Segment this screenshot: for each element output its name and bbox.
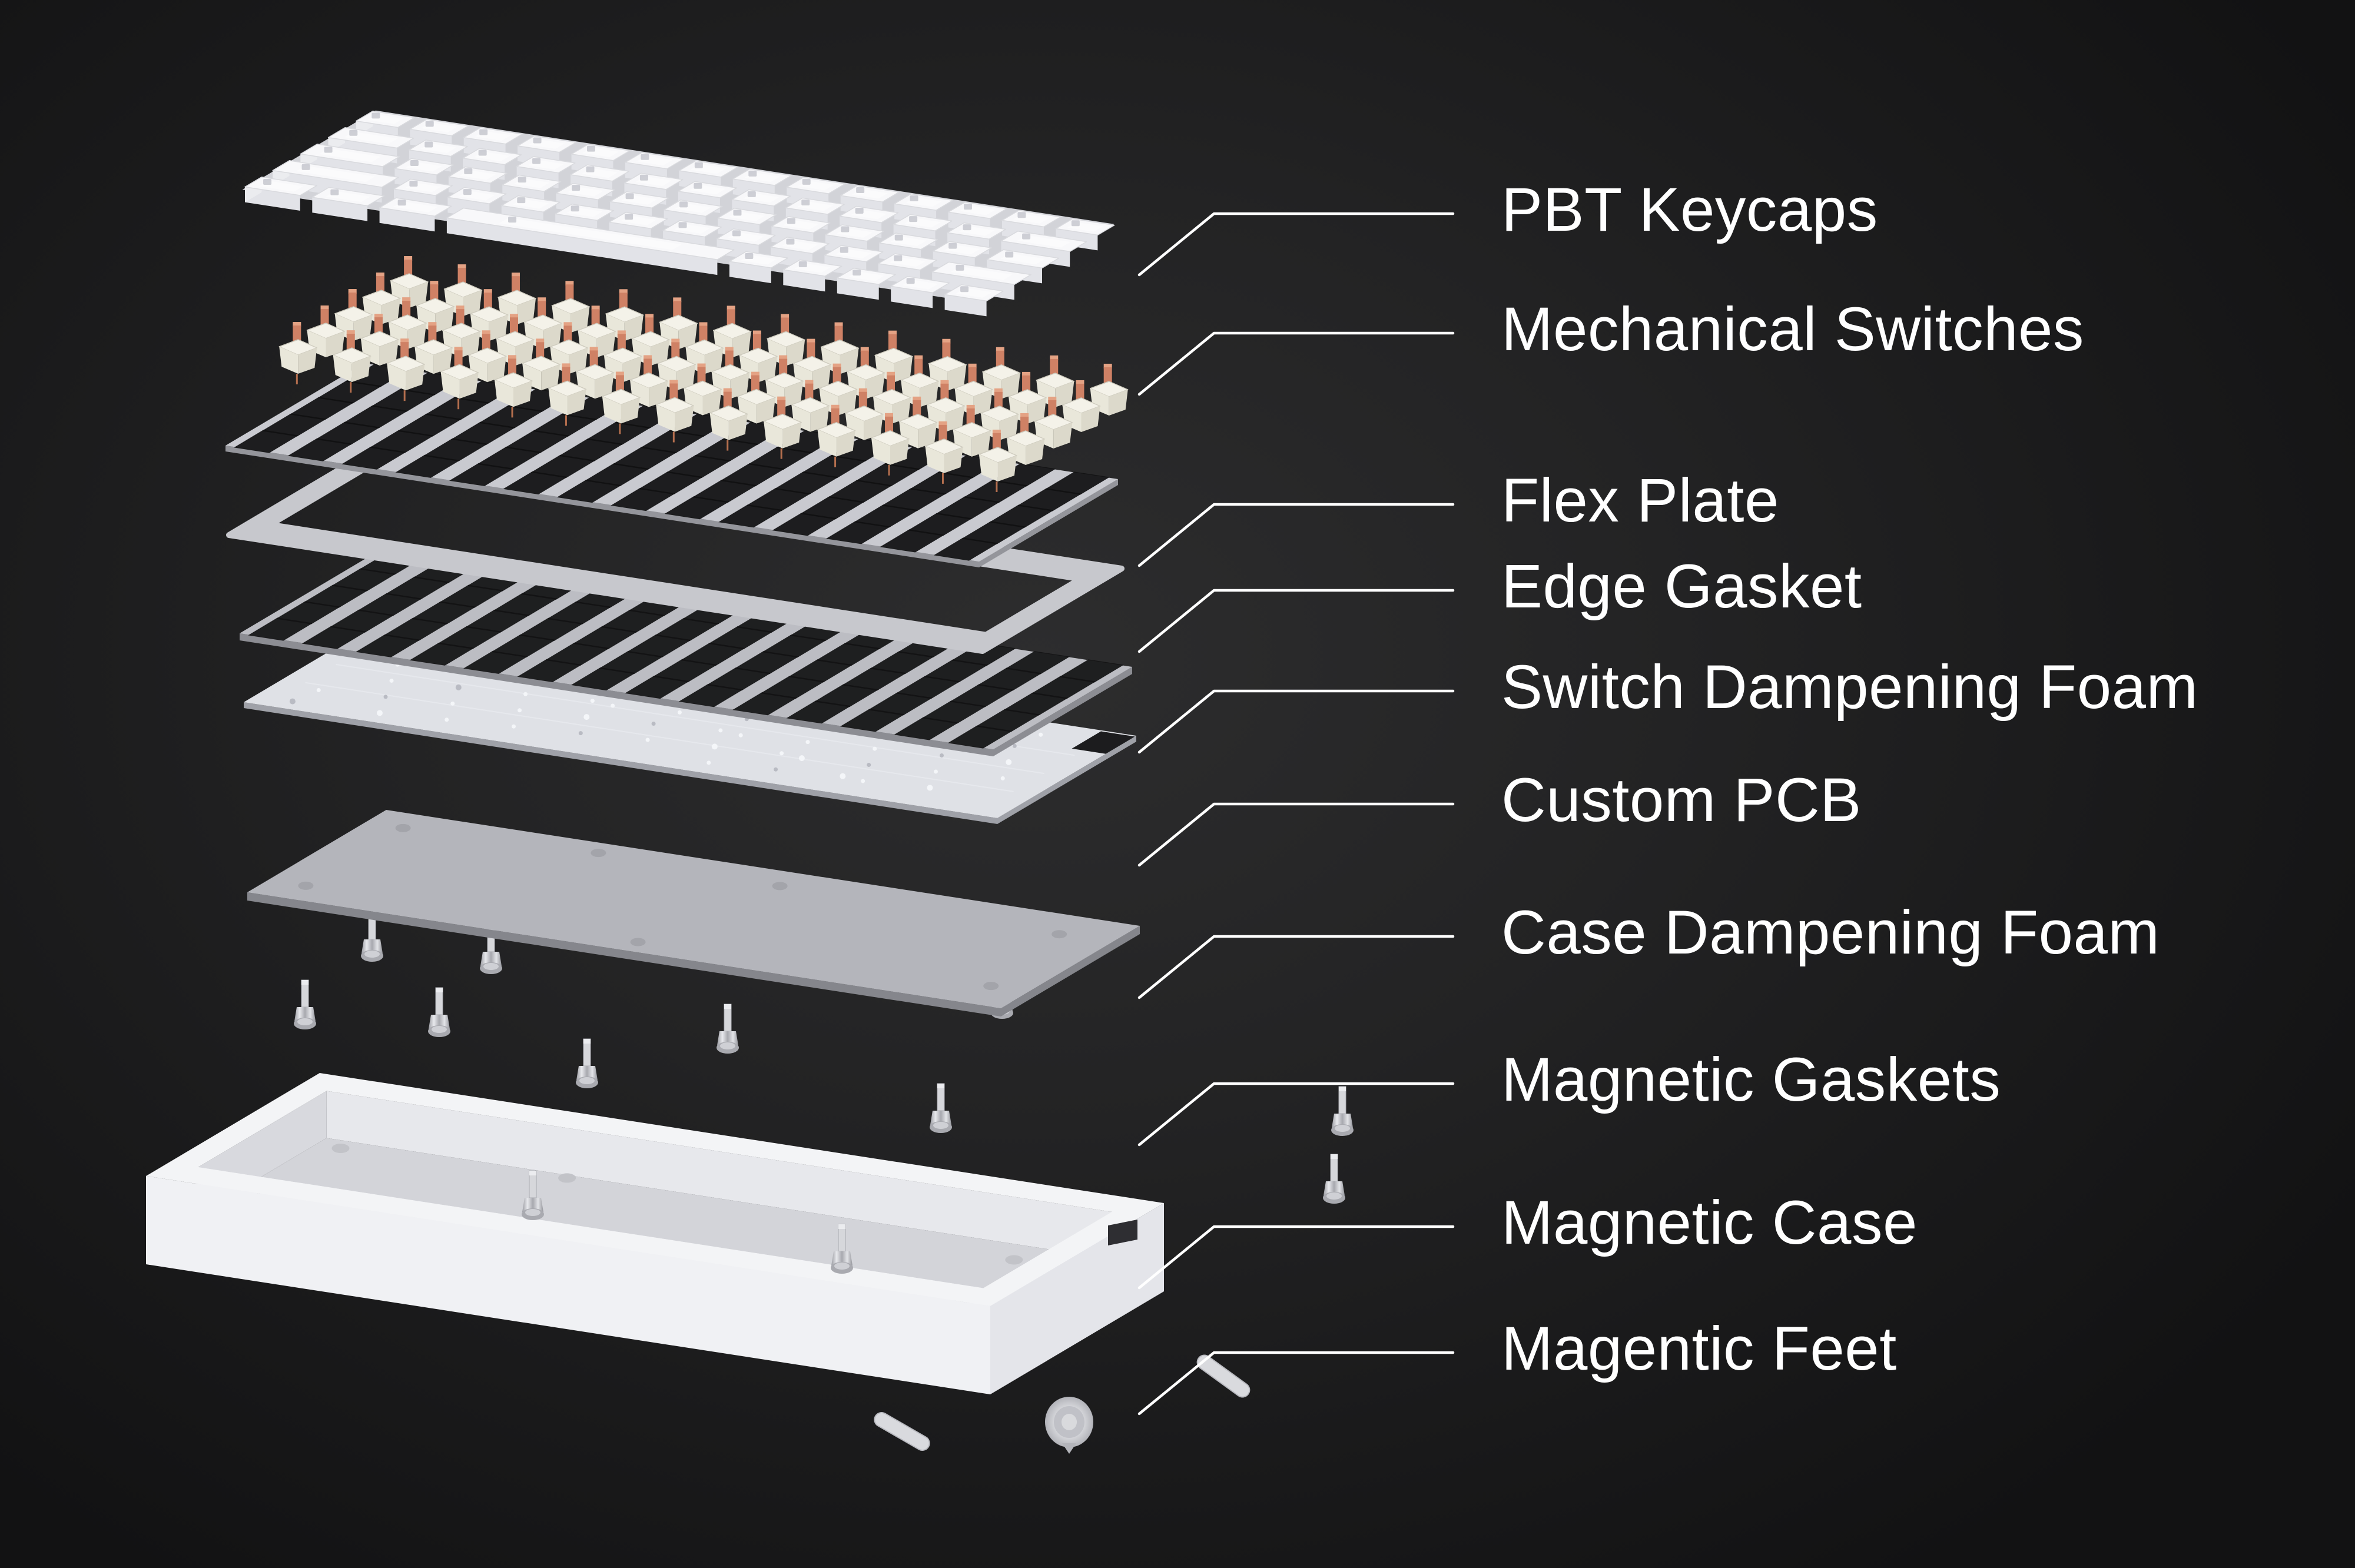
label-case-dampening-foam: Case Dampening Foam bbox=[1501, 898, 2160, 967]
label-pbt-keycaps: PBT Keycaps bbox=[1501, 175, 1878, 244]
layer-mechanical-switches bbox=[278, 256, 1129, 492]
label-flex-plate: Flex Plate bbox=[1501, 466, 1779, 535]
label-switch-dampening-foam: Switch Dampening Foam bbox=[1501, 653, 2198, 722]
label-custom-pcb: Custom PCB bbox=[1501, 766, 1862, 835]
label-magentic-feet: Magentic Feet bbox=[1501, 1314, 1897, 1383]
layer-magnetic-case bbox=[146, 1073, 1164, 1394]
label-magnetic-case: Magnetic Case bbox=[1501, 1188, 1918, 1257]
label-mechanical-switches: Mechanical Switches bbox=[1501, 295, 2084, 364]
label-magnetic-gaskets: Magnetic Gaskets bbox=[1501, 1045, 2001, 1114]
layer-pbt-keycaps bbox=[242, 110, 1115, 317]
leader-lines bbox=[1137, 212, 1455, 1416]
layer-switch-dampening-foam bbox=[240, 551, 1132, 756]
layer-magnetic-feet bbox=[250, 1230, 1251, 1454]
layer-case-dampening-foam bbox=[247, 810, 1140, 1016]
label-edge-gasket: Edge Gasket bbox=[1501, 552, 1862, 621]
